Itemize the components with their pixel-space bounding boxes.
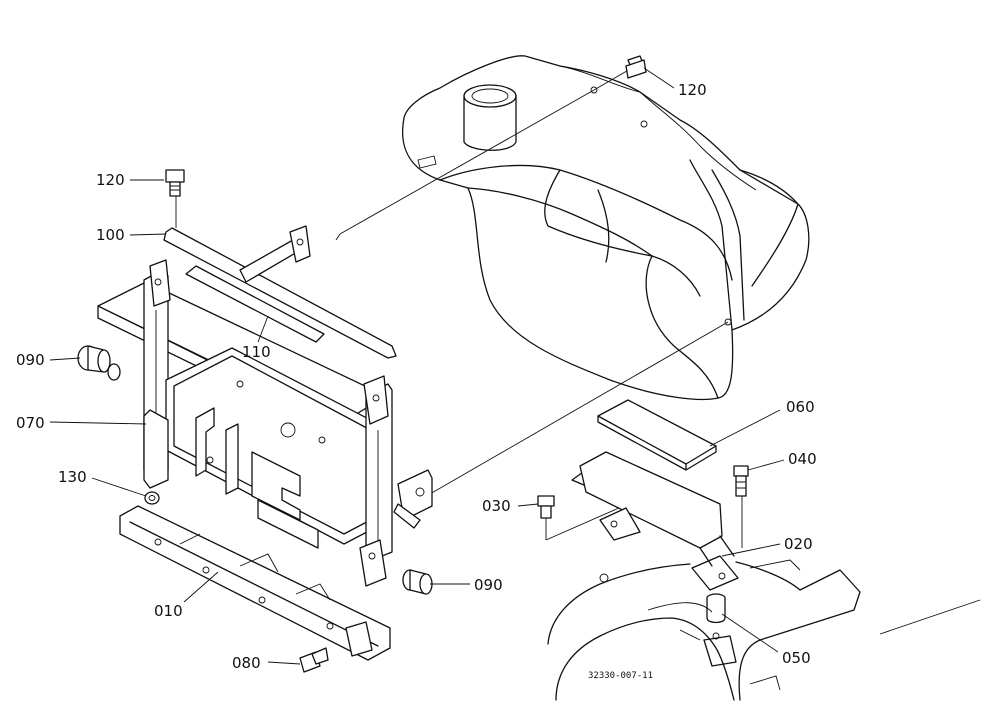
bracket-assembly xyxy=(97,225,433,661)
fuel-tank xyxy=(402,55,810,401)
base-rail-010 xyxy=(119,505,391,661)
drawing-code: 32330-007-11 xyxy=(588,671,653,681)
strap-100 xyxy=(163,227,397,359)
frame-body xyxy=(547,559,981,701)
label-120-top: 120 xyxy=(678,81,707,99)
nut-130 xyxy=(144,491,160,505)
bracket-020 xyxy=(571,451,739,591)
cushion-110 xyxy=(185,265,325,343)
label-010: 010 xyxy=(154,602,183,620)
label-120-left: 120 xyxy=(96,171,125,189)
label-130: 130 xyxy=(58,468,87,486)
label-070: 070 xyxy=(16,414,45,432)
label-080: 080 xyxy=(232,654,261,672)
label-100: 100 xyxy=(96,226,125,244)
label-110: 110 xyxy=(242,343,271,361)
rubber-mount-090-left xyxy=(77,345,121,381)
label-090-right: 090 xyxy=(474,576,503,594)
callout-leaders xyxy=(49,67,785,665)
bolt-080 xyxy=(299,647,329,673)
label-060: 060 xyxy=(786,398,815,416)
bolt-120-left xyxy=(165,169,185,197)
label-090-left: 090 xyxy=(16,351,45,369)
assembly-lines xyxy=(175,67,743,548)
label-020: 020 xyxy=(784,535,813,553)
pad-060 xyxy=(597,399,717,471)
bolt-040 xyxy=(733,465,749,497)
rubber-mount-090-right xyxy=(402,569,433,595)
label-040: 040 xyxy=(788,450,817,468)
part-labels: 120 120 100 110 090 070 130 010 080 090 … xyxy=(16,81,817,681)
spacer-050 xyxy=(706,593,726,624)
label-030: 030 xyxy=(482,497,511,515)
bolt-030 xyxy=(537,495,555,519)
bolt-120-top xyxy=(625,55,647,79)
plate-070 xyxy=(143,409,169,489)
label-050: 050 xyxy=(782,649,811,667)
